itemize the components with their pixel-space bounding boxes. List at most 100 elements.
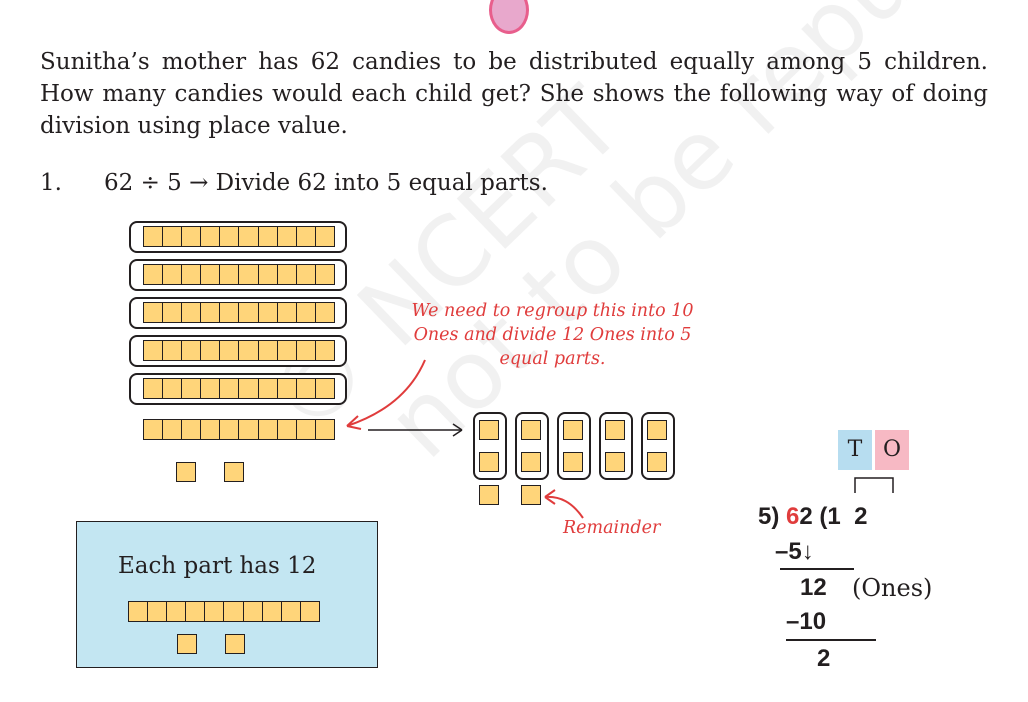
rod-cell <box>163 303 183 322</box>
final-remainder: 2 <box>817 645 831 672</box>
rod-cell <box>239 341 259 360</box>
tens-header: T <box>838 430 872 470</box>
one-unit <box>605 420 625 440</box>
rod-cell <box>258 420 278 439</box>
rod-cell <box>144 341 164 360</box>
ones-note: (Ones) <box>852 574 933 602</box>
rod-cell <box>315 341 334 360</box>
rod-cell <box>224 602 244 621</box>
rod-cell <box>281 602 301 621</box>
rod-cell <box>182 341 202 360</box>
rod-cell <box>182 420 202 439</box>
rod-cell <box>201 379 221 398</box>
rod-cell <box>144 420 164 439</box>
rod-cell <box>220 227 240 246</box>
rule-2 <box>786 639 876 641</box>
result-one-unit <box>177 634 197 654</box>
rod-cell <box>220 265 240 284</box>
rod-cell <box>144 379 164 398</box>
one-unit <box>224 462 244 482</box>
divisor: 5) <box>758 503 780 530</box>
subtract-step-2: –10 <box>786 608 827 635</box>
rod-cell <box>220 303 240 322</box>
rule-1 <box>780 568 854 570</box>
rod-cell <box>163 265 183 284</box>
rod-cell <box>186 602 206 621</box>
ten-rod <box>143 302 335 323</box>
ten-rod <box>143 340 335 361</box>
one-unit <box>176 462 196 482</box>
remainder-unit <box>479 485 499 505</box>
rod-cell <box>182 303 202 322</box>
rod-cell <box>300 602 319 621</box>
callout-arrowhead <box>346 415 362 430</box>
rod-cell <box>201 341 221 360</box>
ones-header: O <box>875 430 909 470</box>
rod-cell <box>277 265 297 284</box>
rod-cell <box>296 420 316 439</box>
remainder-arrowhead <box>544 489 556 505</box>
ten-rod <box>143 226 335 247</box>
rod-cell <box>239 303 259 322</box>
rod-cell <box>258 379 278 398</box>
rod-cell <box>144 227 164 246</box>
subtract-step-1: –5↓ <box>775 538 814 565</box>
rod-cell <box>239 265 259 284</box>
rod-cell <box>201 227 221 246</box>
rod-cell <box>296 265 316 284</box>
ten-rod <box>143 378 335 399</box>
one-unit <box>479 452 499 472</box>
remainder-label: Remainder <box>563 518 661 538</box>
one-unit <box>605 452 625 472</box>
rod-cell <box>148 602 168 621</box>
step-number: 1. <box>40 170 62 196</box>
remainder-unit <box>521 485 541 505</box>
remainder-arrow <box>544 495 584 519</box>
rod-cell <box>296 341 316 360</box>
rod-cell <box>182 265 202 284</box>
rod-cell <box>277 379 297 398</box>
result-ten-rod <box>128 601 320 622</box>
one-unit <box>563 420 583 440</box>
rod-cell <box>201 303 221 322</box>
dividend-tens: 6 <box>786 503 800 530</box>
division-line-1: 5) 62 (1 2 <box>758 503 867 531</box>
result-one-unit <box>225 634 245 654</box>
result-text: Each part has 12 <box>118 553 317 579</box>
rod-cell <box>220 379 240 398</box>
rod-cell <box>163 379 183 398</box>
one-unit <box>521 420 541 440</box>
one-unit <box>647 452 667 472</box>
rod-cell <box>129 602 149 621</box>
rod-cell <box>262 602 282 621</box>
rod-cell <box>201 265 221 284</box>
rod-cell <box>144 265 164 284</box>
rod-cell <box>296 227 316 246</box>
step-1: 1. 62 ÷ 5 → Divide 62 into 5 equal parts. <box>40 167 548 199</box>
one-unit <box>563 452 583 472</box>
one-unit <box>647 420 667 440</box>
rod-cell <box>163 341 183 360</box>
quotient: (1 2 <box>819 503 868 530</box>
rod-cell <box>315 265 334 284</box>
step-text: 62 ÷ 5 → Divide 62 into 5 equal parts. <box>104 170 548 196</box>
rod-cell <box>315 303 334 322</box>
ten-rod <box>143 264 335 285</box>
dividend-ones: 2 <box>799 503 813 530</box>
page-top-mark <box>489 0 529 34</box>
rod-cell <box>296 379 316 398</box>
rod-cell <box>277 303 297 322</box>
rod-cell <box>167 602 187 621</box>
rod-cell <box>277 341 297 360</box>
rod-cell <box>163 420 183 439</box>
rod-cell <box>239 227 259 246</box>
bring-down-value: 12 <box>800 574 827 601</box>
rod-cell <box>220 341 240 360</box>
ten-rod-regroup <box>143 419 335 440</box>
rod-cell <box>182 227 202 246</box>
rod-cell <box>315 420 334 439</box>
one-unit <box>479 420 499 440</box>
place-value-bracket <box>854 477 894 493</box>
rod-cell <box>205 602 225 621</box>
rod-cell <box>201 420 221 439</box>
